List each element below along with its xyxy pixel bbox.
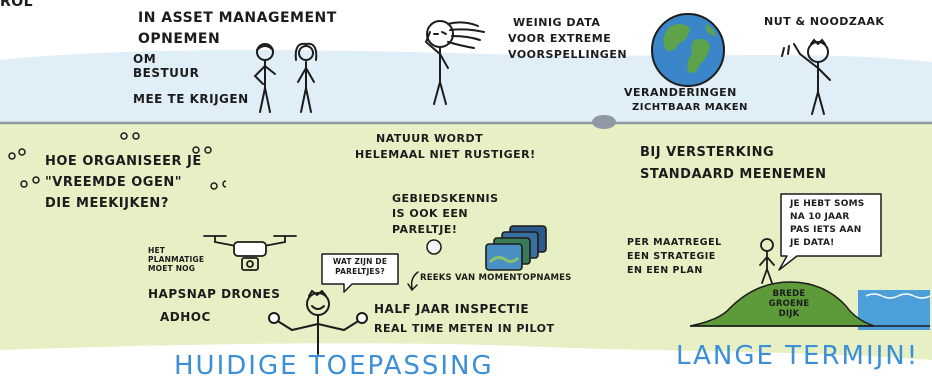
water-icon — [858, 290, 930, 330]
local-line-3: PARELTJE! — [392, 223, 458, 236]
horizon-stone — [592, 115, 616, 129]
measure-line-3: EN EEN PLAN — [627, 265, 703, 276]
asset-line-5: MEE TE KRIJGEN — [133, 92, 249, 106]
snapshots-arrow — [407, 271, 419, 292]
current-title: HUIDIGE TOEPASSING — [174, 351, 494, 381]
top-left-fragment: ROL — [0, 0, 34, 10]
inspection-line-2: REAL TIME METEN IN PILOT — [374, 322, 555, 335]
dike-line-3: DIJK — [778, 309, 800, 319]
changes-line-1: VERANDERINGEN — [624, 86, 737, 99]
reinforce-line-2: STANDAARD MEENEMEN — [640, 167, 827, 182]
asset-line-3: OM — [133, 52, 157, 66]
data-bubble-line-3: PAS IETS AAN — [790, 225, 862, 235]
snapshots-label: REEKS VAN MOMENTOPNAMES — [420, 273, 572, 283]
pearls-bubble-line-2: PARELTJES? — [335, 267, 385, 276]
data-bubble-line-1: JE HEBT SOMS — [790, 199, 865, 209]
drones-line-2: ADHOC — [160, 310, 211, 324]
earth-globe-icon — [651, 13, 725, 87]
windy-head-person-icon — [424, 20, 485, 105]
measure-line-2: EEN STRATEGIE — [627, 251, 716, 262]
pearls-bubble-shape — [321, 253, 399, 293]
local-line-1: GEBIEDSKENNIS — [392, 192, 499, 205]
drone-icon — [203, 235, 297, 271]
asset-line-1: IN ASSET MANAGEMENT — [138, 10, 337, 26]
need-label: NUT & NOODZAAK — [764, 15, 885, 28]
eyes-doodles — [8, 132, 226, 190]
data-bubble-line-4: JE DATA! — [790, 238, 835, 248]
data-bubble-line-2: NA 10 JAAR — [790, 212, 850, 222]
nature-line-1: NATUUR WORDT — [376, 132, 484, 145]
dike-line-1: BREDE — [772, 289, 806, 299]
long-term-title: LANGE TERMIJN! — [676, 341, 920, 371]
data-line-2: VOOR EXTREME — [508, 32, 612, 45]
tablet-stack-icon — [485, 225, 547, 271]
pearl-icon — [426, 239, 442, 255]
planning-line-3: MOET NOG — [148, 264, 196, 273]
asset-line-4: BESTUUR — [133, 66, 200, 80]
person-icon — [253, 43, 276, 113]
changes-line-2: ZICHTBAAR MAKEN — [632, 102, 748, 113]
dike-line-2: GROENE — [768, 299, 810, 309]
measure-line-1: PER MAATREGEL — [627, 237, 722, 248]
data-line-3: VOORSPELLINGEN — [508, 48, 628, 61]
dike-icon — [690, 281, 930, 330]
asset-line-2: OPNEMEN — [138, 31, 221, 47]
juggling-person-icon — [268, 290, 368, 355]
reinforce-line-1: BIJ VERSTERKING — [640, 145, 775, 160]
inspection-line-1: HALF JAAR INSPECTIE — [374, 302, 530, 316]
grass-wash — [0, 124, 932, 360]
planning-line-1: HET — [148, 246, 166, 255]
data-line-1: WEINIG DATA — [513, 16, 601, 29]
data-bubble-shape — [778, 193, 882, 271]
nature-line-2: HELEMAAL NIET RUSTIGER! — [355, 148, 536, 161]
pearls-bubble-line-1: WAT ZIJN DE — [332, 257, 388, 266]
organise-line-1: HOE ORGANISEER JE — [45, 154, 202, 169]
standing-person-icon — [759, 238, 775, 284]
organise-line-3: DIE MEEKIJKEN? — [45, 196, 169, 211]
planning-line-2: PLANMATIGE — [148, 255, 205, 264]
person-hair-icon — [294, 42, 318, 113]
drones-line-1: HAPSNAP DRONES — [148, 287, 281, 301]
local-line-2: IS OOK EEN — [392, 207, 469, 220]
waving-person-icon — [781, 38, 831, 115]
organise-line-2: "VREEMDE OGEN" — [45, 175, 182, 190]
